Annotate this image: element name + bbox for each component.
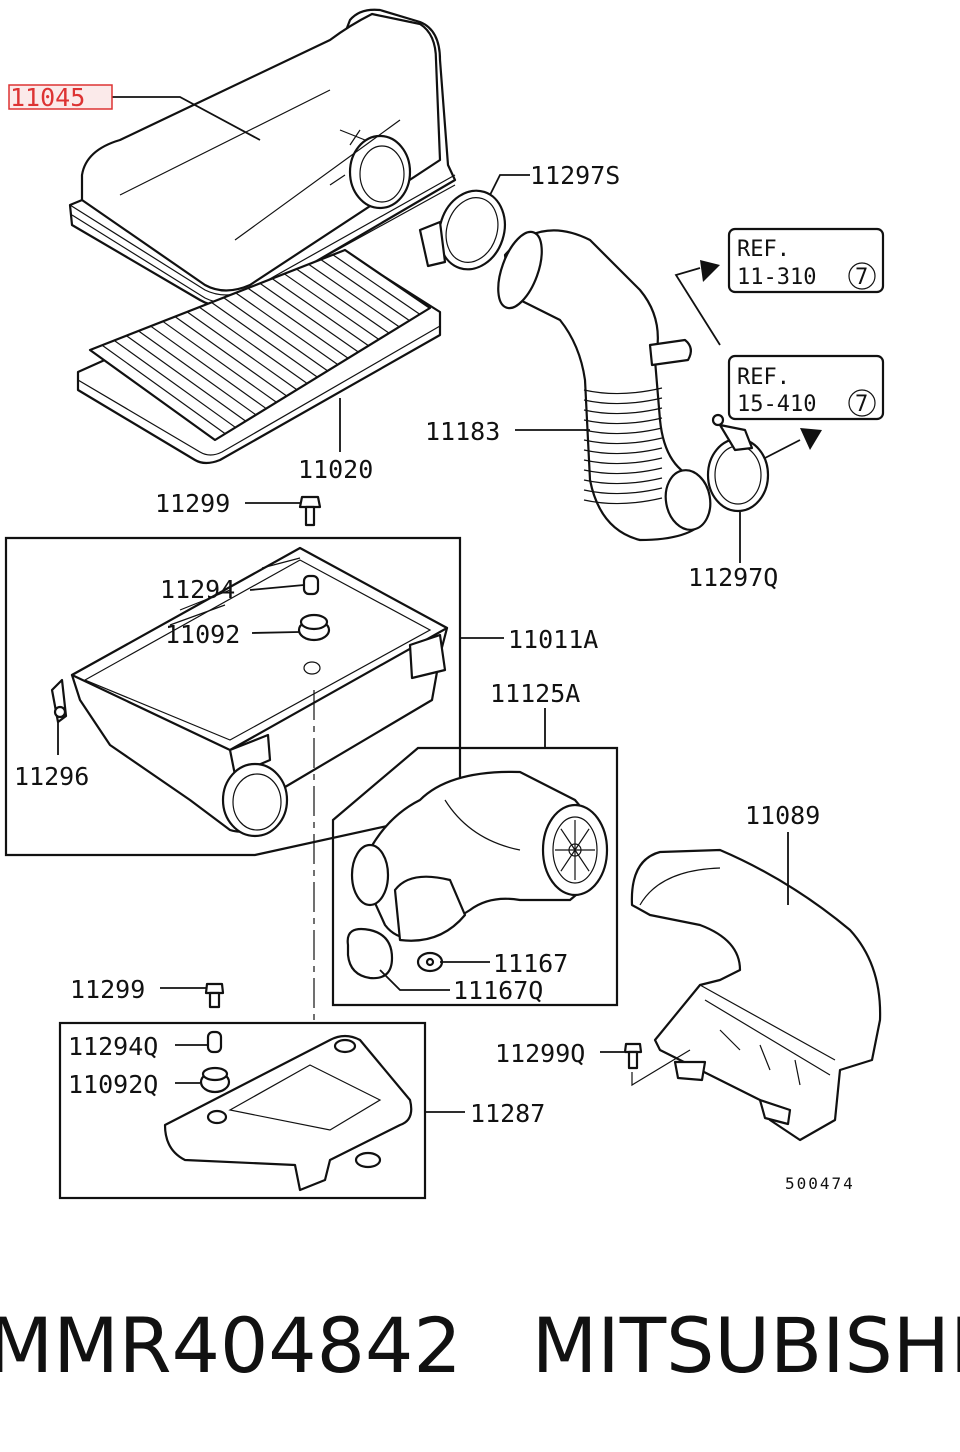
label-11297S[interactable]: 11297S — [530, 161, 620, 190]
caption: MMR404842 MITSUBISHI — [0, 1290, 960, 1400]
air-duct[interactable] — [630, 848, 882, 1142]
air-cleaner-case[interactable] — [70, 546, 449, 838]
svg-text:15-410: 15-410 — [737, 392, 816, 417]
label-11297Q[interactable]: 11297Q — [688, 563, 778, 592]
case-group-frame — [4, 536, 462, 857]
resonator-group-frame — [331, 746, 619, 1007]
brand-name: MITSUBISHI — [531, 1300, 960, 1390]
leader-lines — [57, 96, 789, 1113]
bolt-upper[interactable] — [298, 495, 322, 527]
ref-box-15-410: REF. 15-410 7 — [727, 354, 885, 421]
label-11299-upper[interactable]: 11299 — [155, 489, 230, 518]
svg-text:11-310: 11-310 — [737, 265, 816, 290]
air-cleaner-cover[interactable] — [68, 8, 457, 308]
drawing-number: 500474 — [785, 1174, 855, 1193]
grommet-11092[interactable] — [297, 613, 331, 642]
label-11011A[interactable]: 11011A — [508, 625, 598, 654]
air-intake-resonator[interactable] — [350, 770, 609, 942]
bolt-lower[interactable] — [204, 982, 225, 1009]
case-clip[interactable] — [50, 678, 68, 724]
part-number: MMR404842 — [0, 1300, 462, 1390]
bolt-11299Q[interactable] — [623, 1042, 643, 1070]
label-11183[interactable]: 11183 — [425, 417, 500, 446]
resonator-seal[interactable] — [346, 927, 394, 980]
label-11287[interactable]: 11287 — [470, 1099, 545, 1128]
ref-box-11-310: REF. 11-310 7 — [727, 227, 885, 294]
label-11092[interactable]: 11092 — [165, 620, 240, 649]
air-intake-hose[interactable] — [489, 226, 714, 542]
grommet-11092Q[interactable] — [199, 1066, 231, 1094]
highlight-box — [8, 84, 113, 110]
label-11045[interactable]: 11045 — [10, 83, 85, 112]
label-11299-lower[interactable]: 11299 — [70, 975, 145, 1004]
bracket-group-frame — [58, 1021, 427, 1200]
grommet-11294Q[interactable] — [206, 1030, 223, 1054]
case-bracket[interactable] — [163, 1034, 413, 1192]
svg-text:7: 7 — [855, 392, 868, 417]
label-11125A[interactable]: 11125A — [490, 679, 580, 708]
svg-text:REF.: REF. — [737, 365, 790, 390]
label-11294Q[interactable]: 11294Q — [68, 1032, 158, 1061]
label-11167Q[interactable]: 11167Q — [453, 976, 543, 1005]
svg-text:REF.: REF. — [737, 237, 790, 262]
hose-clamp-lower[interactable] — [706, 413, 770, 513]
label-11089[interactable]: 11089 — [745, 801, 820, 830]
svg-text:7: 7 — [855, 265, 868, 290]
label-11167[interactable]: 11167 — [493, 949, 568, 978]
label-11296[interactable]: 11296 — [14, 762, 89, 791]
label-11294[interactable]: 11294 — [160, 575, 235, 604]
grommet-11294[interactable] — [302, 574, 320, 596]
hose-clamp-upper[interactable] — [418, 182, 515, 278]
label-11020[interactable]: 11020 — [298, 455, 373, 484]
air-filter-element[interactable] — [76, 248, 442, 465]
label-11299Q[interactable]: 11299Q — [495, 1039, 585, 1068]
resonator-grommet[interactable] — [416, 951, 444, 973]
label-11092Q[interactable]: 11092Q — [68, 1070, 158, 1099]
